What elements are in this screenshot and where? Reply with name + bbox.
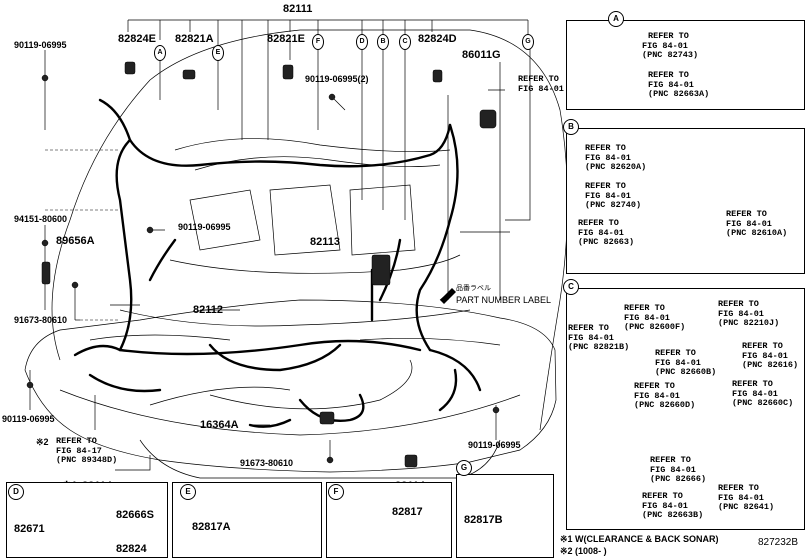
detail-box-d bbox=[6, 482, 168, 558]
detail-box-b bbox=[566, 128, 805, 274]
part-90119-06995-bottom-right: 90119-06995 bbox=[468, 440, 521, 450]
diagram-code: 827232B bbox=[758, 537, 799, 548]
box-e-part-82817a: 82817A bbox=[192, 521, 231, 533]
detail-box-e-letter: E bbox=[180, 484, 196, 500]
box-c-ref-82600f: REFER TO FIG 84-01 (PNC 82600F) bbox=[624, 303, 686, 332]
part-91673-80610-bottom: 91673-80610 bbox=[240, 458, 294, 468]
box-d-part-82824: 82824 bbox=[116, 543, 147, 555]
callout-f: F bbox=[312, 34, 324, 50]
part-94151-80600: 94151-80600 bbox=[14, 214, 68, 224]
box-b-ref-82740: REFER TO FIG 84-01 (PNC 82740) bbox=[585, 181, 642, 210]
part-number-label-jp: 品番ラベル bbox=[456, 285, 491, 292]
part-82824e: 82824E bbox=[118, 33, 156, 45]
detail-box-f bbox=[326, 482, 452, 558]
detail-box-g bbox=[456, 474, 554, 558]
note-1: ※1 W(CLEARANCE & BACK SONAR) bbox=[560, 534, 719, 544]
detail-box-e bbox=[172, 482, 322, 558]
part-number-label-en: PART NUMBER LABEL bbox=[456, 295, 552, 305]
box-c-ref-82210j: REFER TO FIG 84-01 (PNC 82210J) bbox=[718, 299, 780, 328]
part-82821a: 82821A bbox=[175, 33, 214, 45]
box-a-ref-82743: REFER TO FIG 84-01 (PNC 82743) bbox=[642, 31, 699, 60]
detail-box-a-letter: A bbox=[608, 11, 624, 27]
part-86011g: 86011G bbox=[462, 49, 501, 61]
detail-box-d-letter: D bbox=[8, 484, 24, 500]
callout-a: A bbox=[154, 45, 166, 61]
callout-d: D bbox=[356, 34, 368, 50]
part-90119-06995-2: 90119-06995(2) bbox=[305, 74, 369, 84]
box-b-ref-82620a: REFER TO FIG 84-01 (PNC 82620A) bbox=[585, 143, 647, 172]
box-c-ref-82821b: REFER TO FIG 84-01 (PNC 82821B) bbox=[568, 323, 630, 352]
ref-top-right: REFER TO FIG 84-01 bbox=[518, 74, 564, 94]
callout-c: C bbox=[399, 34, 411, 50]
note2-mark: ※2 bbox=[36, 437, 49, 447]
detail-box-a bbox=[566, 20, 805, 110]
part-90119-06995-top: 90119-06995 bbox=[14, 40, 67, 50]
part-82824d: 82824D bbox=[418, 33, 457, 45]
detail-box-g-letter: G bbox=[456, 460, 472, 476]
ref-89348d: REFER TO FIG 84-17 (PNC 89348D) bbox=[56, 436, 118, 465]
box-c-ref-82641: REFER TO FIG 84-01 (PNC 82641) bbox=[718, 483, 775, 512]
part-90119-06995-mid: 90119-06995 bbox=[178, 222, 231, 232]
note-2: ※2 (1008- ) bbox=[560, 546, 607, 556]
part-82821e: 82821E bbox=[267, 33, 305, 45]
detail-box-b-letter: B bbox=[563, 119, 579, 135]
box-c-ref-82660c: REFER TO FIG 84-01 (PNC 82660C) bbox=[732, 379, 794, 408]
callout-b: B bbox=[377, 34, 389, 50]
box-a-ref-82663a: REFER TO FIG 84-01 (PNC 82663A) bbox=[648, 70, 710, 99]
part-91673-80610-left: 91673-80610 bbox=[14, 315, 68, 325]
callout-g: G bbox=[522, 34, 534, 50]
part-82112: 82112 bbox=[193, 304, 223, 316]
part-89656a: 89656A bbox=[56, 235, 95, 247]
box-c-ref-82666: REFER TO FIG 84-01 (PNC 82666) bbox=[650, 455, 707, 484]
detail-box-c bbox=[566, 288, 805, 530]
part-82111: 82111 bbox=[283, 3, 313, 15]
callout-e: E bbox=[212, 45, 224, 61]
part-16364a: 16364A bbox=[200, 419, 239, 431]
box-b-ref-82663: REFER TO FIG 84-01 (PNC 82663) bbox=[578, 218, 635, 247]
part-90119-06995-bottom-left: 90119-06995 bbox=[2, 414, 55, 424]
box-b-ref-82610a: REFER TO FIG 84-01 (PNC 82610A) bbox=[726, 209, 788, 238]
box-c-ref-82660d: REFER TO FIG 84-01 (PNC 82660D) bbox=[634, 381, 696, 410]
box-f-part-82817: 82817 bbox=[392, 506, 423, 518]
part-82113: 82113 bbox=[310, 236, 340, 248]
box-d-part-82666s: 82666S bbox=[116, 509, 154, 521]
box-c-ref-82660b: REFER TO FIG 84-01 (PNC 82660B) bbox=[655, 348, 717, 377]
detail-box-f-letter: F bbox=[328, 484, 344, 500]
box-g-part-82817b: 82817B bbox=[464, 514, 503, 526]
box-c-ref-82663b: REFER TO FIG 84-01 (PNC 82663B) bbox=[642, 491, 704, 520]
box-d-part-82671: 82671 bbox=[14, 523, 45, 535]
box-c-ref-82616: REFER TO FIG 84-01 (PNC 82616) bbox=[742, 341, 799, 370]
detail-box-c-letter: C bbox=[563, 279, 579, 295]
